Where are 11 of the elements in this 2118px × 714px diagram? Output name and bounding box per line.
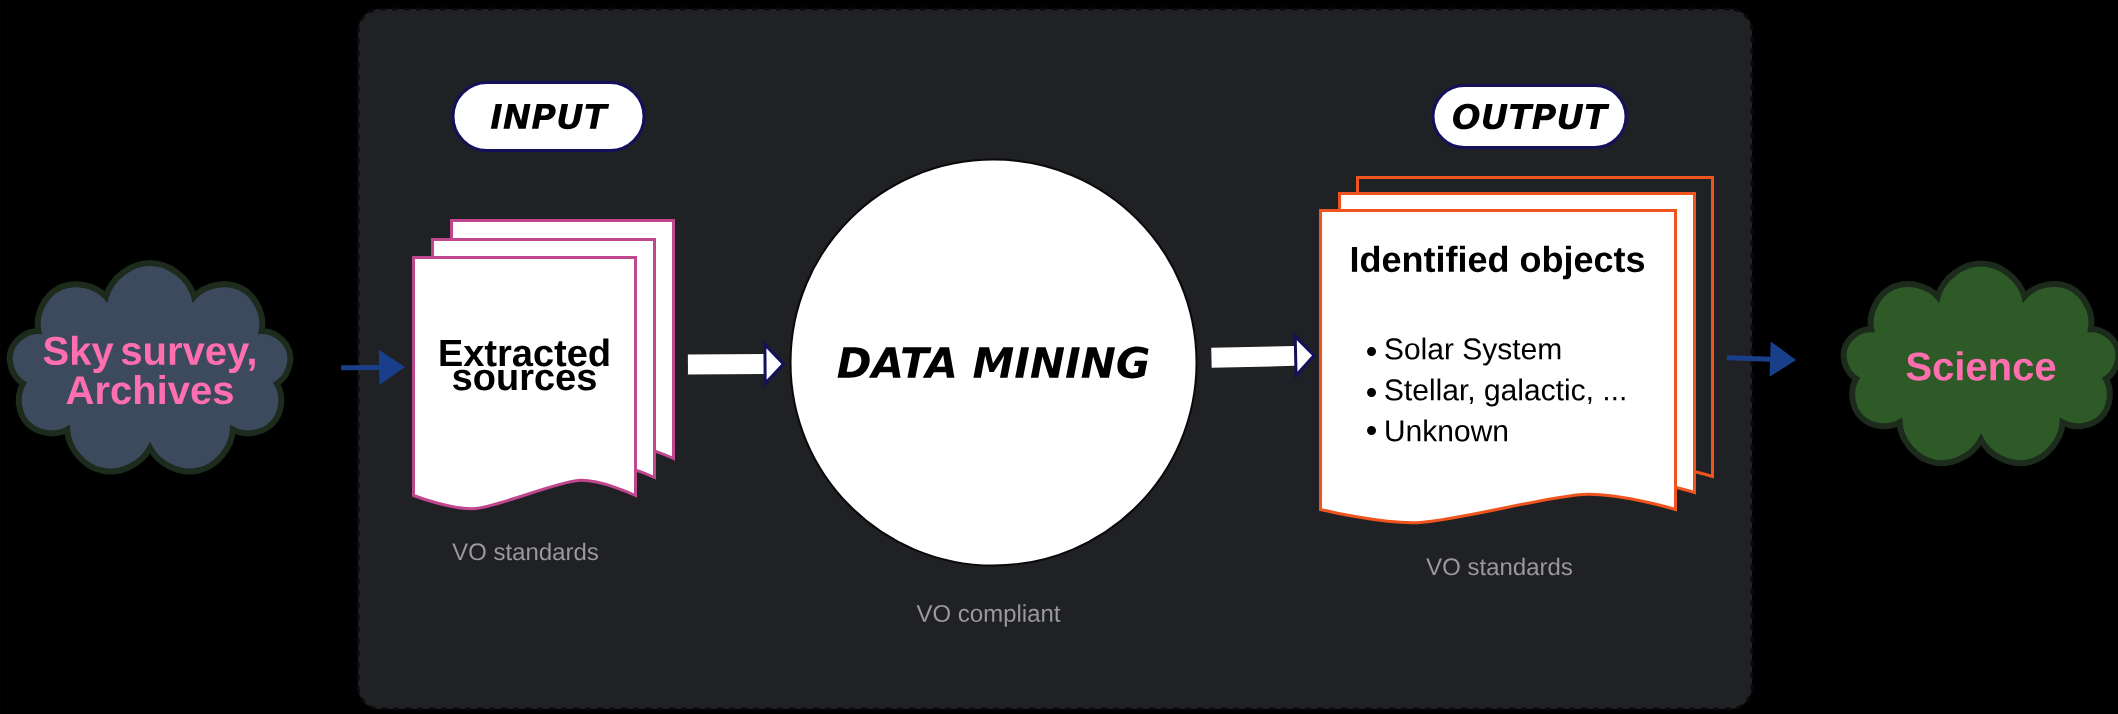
list-item: Solar System: [1367, 337, 1561, 366]
list-item: Unknown: [1367, 419, 1507, 442]
caption-text: VO standards: [1426, 557, 1572, 576]
caption-text: VO compliant: [916, 604, 1061, 627]
document-stack: Extracted sources: [412, 219, 675, 511]
list-item: Stellar, galactic, ...: [1367, 378, 1625, 407]
document-title: Identified objects: [1351, 245, 1645, 280]
caption-text: VO standards: [452, 542, 598, 561]
label-pill: OUTPUT: [1431, 84, 1628, 149]
label-pill: INPUT: [451, 81, 646, 152]
document-stack: [1319, 176, 1714, 525]
